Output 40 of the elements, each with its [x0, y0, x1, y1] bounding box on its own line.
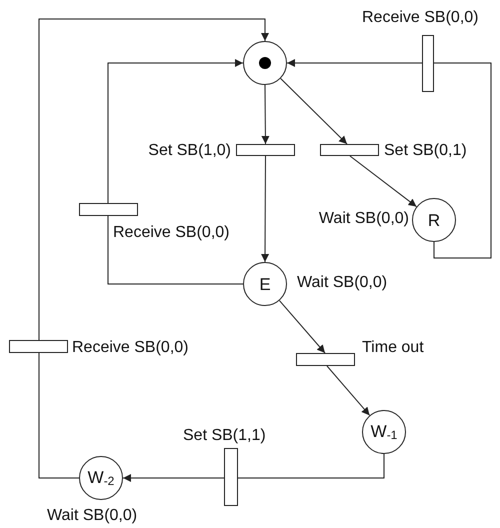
transition-bar [9, 340, 68, 353]
arrow [350, 156, 417, 208]
transition-label: Wait SB(0,0) [47, 506, 138, 526]
transition-bar [422, 35, 434, 92]
arrow [38, 18, 269, 340]
connector-line [108, 216, 244, 284]
connector-line [434, 62, 492, 258]
transition-label: Time out [362, 338, 424, 358]
place-circle [243, 262, 287, 306]
place-label: W$_{-2}$ [88, 469, 114, 487]
transition-label: Set SB(0,1) [384, 141, 467, 161]
place-label: R [428, 212, 440, 228]
connector-line [238, 454, 384, 478]
arrow [261, 156, 270, 262]
transition-label: Receive SB(0,0) [362, 8, 478, 28]
transition-bar [236, 144, 295, 156]
transition-label: Receive SB(0,0) [72, 338, 188, 358]
place-circle [412, 198, 456, 242]
place-circle [79, 456, 123, 500]
transition-bar [320, 144, 379, 156]
transition-label: Receive SB(0,0) [113, 223, 230, 243]
place-label: W$_{-1}$ [370, 423, 398, 441]
transition-bar [224, 448, 238, 506]
arrow [326, 366, 370, 416]
place-label: E [259, 276, 271, 292]
transition-bar [79, 203, 138, 216]
connector-line [38, 352, 80, 478]
transition-label: Set SB(1,1) [183, 426, 266, 446]
transition-label: Wait SB(0,0) [318, 209, 409, 229]
transition-label: Wait SB(0,0) [297, 273, 388, 293]
arrow [261, 84, 270, 144]
place-circle [243, 41, 287, 85]
arrow [280, 78, 348, 144]
transition-label: Set SB(1,0) [148, 141, 231, 161]
transition-bar [296, 353, 355, 366]
arrow [122, 474, 224, 482]
arrow [286, 59, 422, 67]
arrow [108, 59, 244, 204]
arrow [278, 300, 326, 354]
place-circle [362, 410, 406, 454]
